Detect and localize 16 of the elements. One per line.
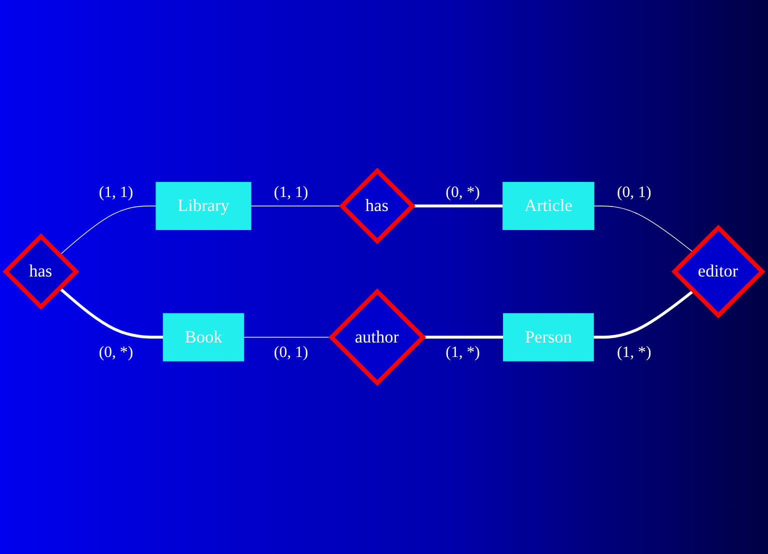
node-label: Library <box>178 196 230 218</box>
node-label: Book <box>184 327 222 349</box>
node-label: Person <box>524 327 572 349</box>
node-label: has <box>29 261 52 284</box>
cardinality-label: (1, *) <box>444 342 481 363</box>
cardinality-label: (1, *) <box>616 342 652 363</box>
cardinality-label: (0, *) <box>98 342 134 363</box>
node-label: editor <box>698 261 738 284</box>
cardinality-label: (0, *) <box>444 182 481 203</box>
node-label: author <box>354 327 399 349</box>
cardinality-label: (1, 1) <box>98 182 134 203</box>
cardinality-label: (1, 1) <box>272 182 310 203</box>
node-label: Article <box>524 196 572 218</box>
cardinality-label: (0, 1) <box>272 342 310 363</box>
node-label: has <box>365 196 388 218</box>
cardinality-label: (0, 1) <box>616 182 652 203</box>
